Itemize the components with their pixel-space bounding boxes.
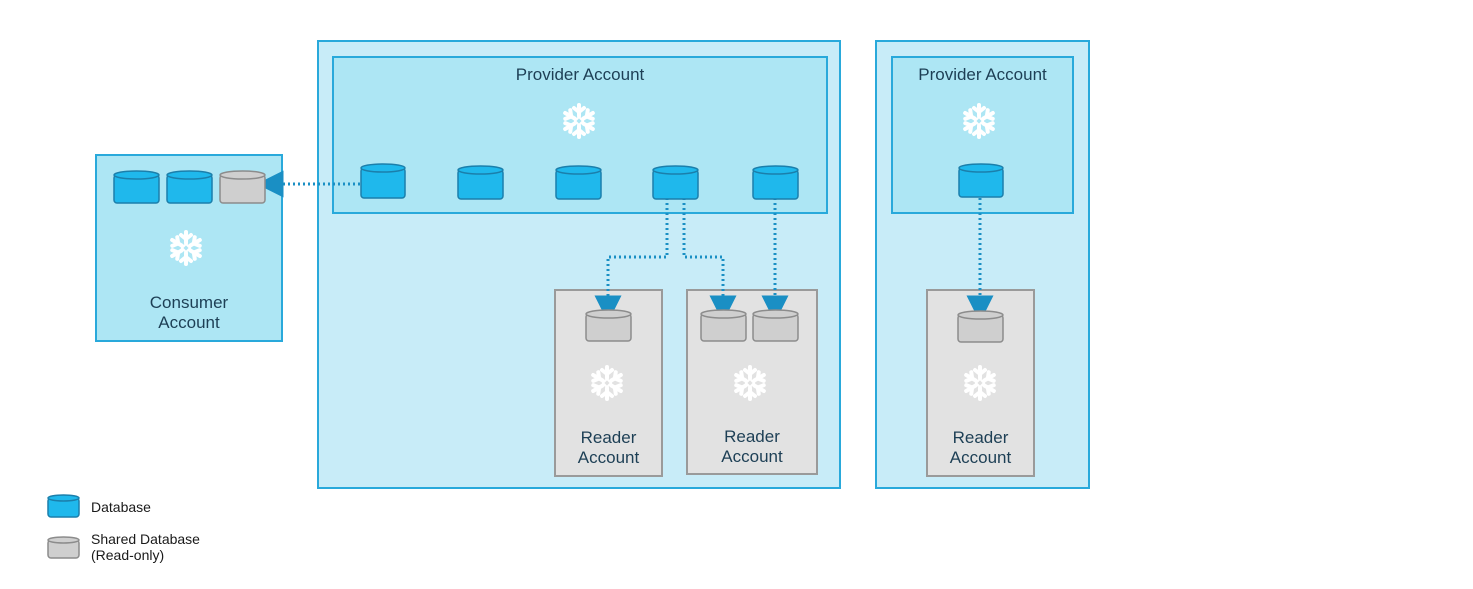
shared-database-icon <box>585 309 632 342</box>
snowflake-logo-icon <box>588 365 626 401</box>
shared-database-icon <box>752 309 799 342</box>
database-icon <box>166 170 213 204</box>
database-icon <box>113 170 160 204</box>
provider-account-1-label: Provider Account <box>515 65 645 84</box>
shared-database-icon <box>700 309 747 342</box>
legend-database-label: Database <box>91 499 151 515</box>
shared-database-icon <box>219 170 266 204</box>
database-icon <box>555 165 602 200</box>
share-arrow-reader-2a <box>682 198 737 323</box>
snowflake-logo-icon <box>731 365 769 401</box>
snowflake-logo-icon <box>560 103 598 139</box>
database-icon <box>752 165 799 200</box>
reader-account-1-label: Reader Account <box>577 428 640 467</box>
database-icon <box>958 163 1004 198</box>
database-icon <box>360 163 406 199</box>
shared-database-icon <box>957 310 1004 343</box>
legend-shared-database-label: Shared Database (Read-only) <box>91 531 200 563</box>
snowflake-logo-icon <box>167 230 205 266</box>
legend-database-icon <box>47 494 80 518</box>
database-icon <box>652 165 699 200</box>
reader-account-3-label: Reader Account <box>949 428 1012 467</box>
database-icon <box>457 165 504 200</box>
snowflake-logo-icon <box>960 103 998 139</box>
share-arrow-reader-1 <box>594 198 669 323</box>
reader-account-2-label: Reader Account <box>721 427 783 466</box>
snowflake-logo-icon <box>961 365 999 401</box>
provider-account-2-label: Provider Account <box>918 65 1047 84</box>
consumer-account-label: Consumer Account <box>149 293 229 332</box>
legend-shared-database-icon <box>47 536 80 559</box>
